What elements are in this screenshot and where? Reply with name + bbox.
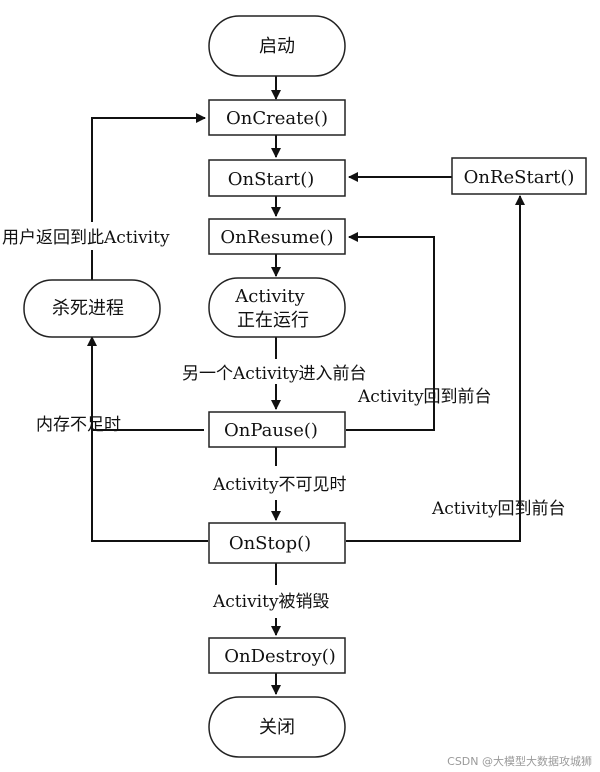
back-to-foreground-label-1: Activity回到前台 [357,387,492,407]
low-memory-label: 内存不足时 [36,415,121,435]
onrestart-label: OnReStart() [464,167,575,188]
destroyed-label: Activity被销毁 [212,592,330,612]
arrow-onpause-to-onresume [346,232,435,431]
start-node [208,15,346,77]
arrow-to-oncreate [91,113,206,222]
arrow-onstop-to-kill [87,336,208,542]
close-node [208,696,346,758]
ondestroy-node [208,637,346,674]
back-to-foreground-label-2: Activity回到前台 [431,499,566,519]
close-label: 关闭 [259,717,295,738]
running-label-line1: Activity [234,286,305,307]
kill-process-label: 杀死进程 [52,298,124,319]
nodes: 启动 OnCreate() OnStart() OnReStart() OnRe… [23,15,587,758]
onstart-node [208,159,346,197]
oncreate-node [208,99,346,136]
onstart-label: OnStart() [228,169,315,190]
onresume-label: OnResume() [220,227,333,248]
not-visible-label: Activity不可见时 [212,475,347,495]
another-activity-foreground-label: 另一个Activity进入前台 [182,364,367,384]
running-node [208,277,346,338]
onpause-label: OnPause() [224,420,318,441]
onresume-node [208,218,346,255]
onrestart-node [451,157,587,195]
ondestroy-label: OnDestroy() [224,646,336,667]
kill-process-node [23,279,161,338]
connectors [87,76,525,695]
onstop-label: OnStop() [229,533,311,554]
running-label-line2: 正在运行 [237,310,309,331]
watermark: CSDN @大模型大数据攻城狮 [447,754,592,768]
onpause-node [208,411,346,448]
user-return-label: 用户返回到此Activity [2,228,170,248]
start-label: 启动 [259,36,295,57]
edge-labels: 用户返回到此Activity 另一个Activity进入前台 Activity回… [2,228,566,612]
arrow-onstop-to-onrestart [346,195,525,542]
oncreate-label: OnCreate() [226,108,328,129]
onstop-node [208,522,346,564]
